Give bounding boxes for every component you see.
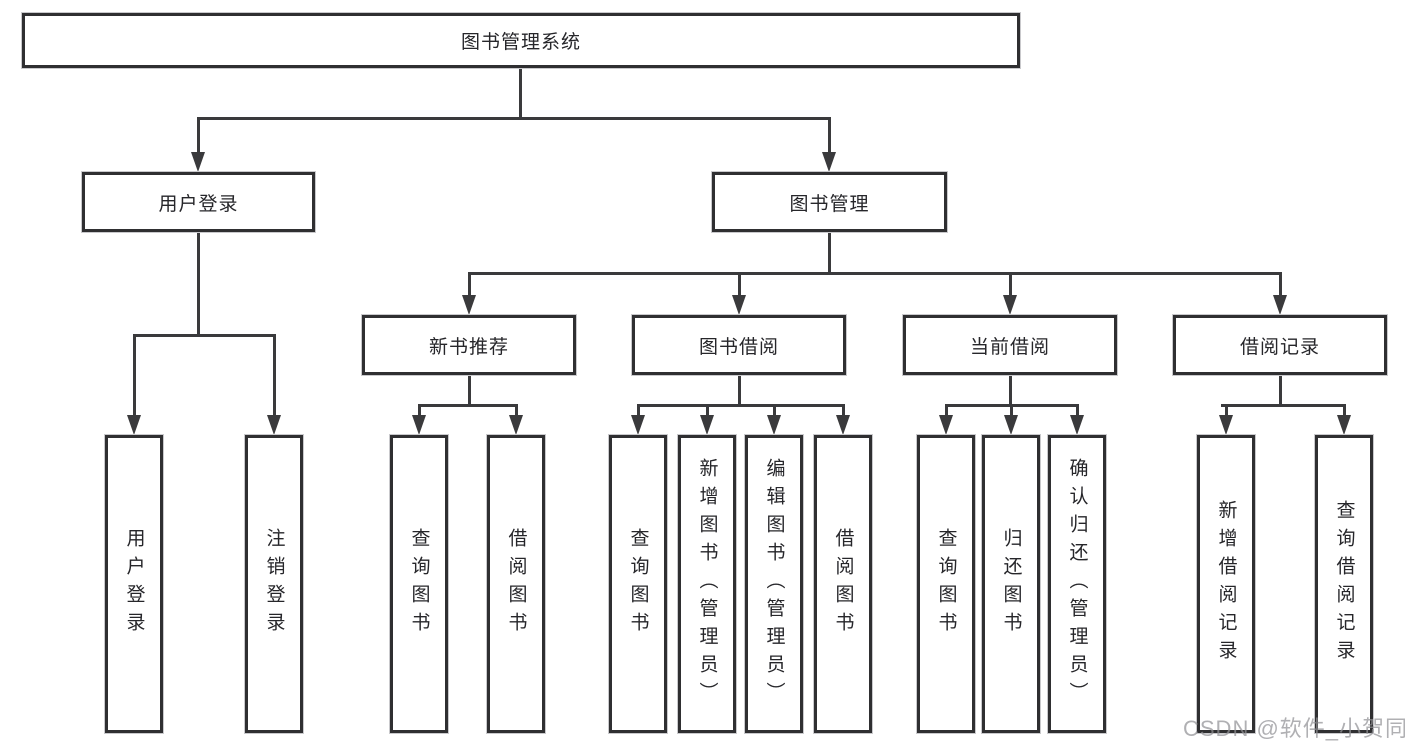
arrow-down-icon: [700, 415, 714, 435]
node-book-borrow: 图书借阅: [632, 315, 846, 375]
connector-line: [773, 404, 776, 417]
leaf-query-books-current: 查询图书: [917, 435, 975, 733]
watermark: CSDN @软件_小贺同学: [1183, 716, 1405, 741]
connector-line: [1221, 404, 1346, 407]
leaf-logout: 注销登录: [245, 435, 303, 733]
arrow-down-icon: [1003, 295, 1017, 315]
arrow-down-icon: [509, 415, 523, 435]
connector-line: [133, 334, 276, 337]
connector-line: [1010, 404, 1013, 417]
connector-line: [1009, 375, 1012, 407]
connector-line: [706, 404, 709, 417]
leaf-borrow-books: 借阅图书: [814, 435, 872, 733]
node-new-book-recommend: 新书推荐: [362, 315, 576, 375]
arrow-down-icon: [1337, 415, 1351, 435]
arrow-down-icon: [732, 295, 746, 315]
leaf-query-borrow-record: 查询借阅记录: [1315, 435, 1373, 733]
connector-line: [468, 375, 471, 407]
connector-line: [945, 404, 948, 417]
connector-line: [1076, 404, 1079, 417]
leaf-return-book: 归还图书: [982, 435, 1040, 733]
connector-line: [519, 68, 522, 118]
arrow-down-icon: [631, 415, 645, 435]
connector-line: [197, 117, 831, 120]
arrow-down-icon: [267, 415, 281, 435]
connector-line: [1343, 404, 1346, 417]
connector-line: [197, 232, 200, 336]
connector-line: [1279, 272, 1282, 297]
connector-line: [738, 375, 741, 407]
node-user-login: 用户登录: [82, 172, 315, 232]
node-current-borrow: 当前借阅: [903, 315, 1117, 375]
leaf-add-book-admin: 新增图书（管理员）: [678, 435, 736, 733]
leaf-edit-book-admin: 编辑图书（管理员）: [745, 435, 803, 733]
connector-line: [842, 404, 845, 417]
arrow-down-icon: [836, 415, 850, 435]
leaf-add-borrow-record: 新增借阅记录: [1197, 435, 1255, 733]
connector-line: [133, 334, 136, 417]
connector-line: [1009, 272, 1012, 297]
connector-line: [828, 117, 831, 155]
node-book-management: 图书管理: [712, 172, 947, 232]
connector-line: [468, 272, 1282, 275]
leaf-confirm-return-admin: 确认归还（管理员）: [1048, 435, 1106, 733]
arrow-down-icon: [191, 152, 205, 172]
connector-line: [418, 404, 421, 417]
connector-line: [738, 272, 741, 297]
arrow-down-icon: [1070, 415, 1084, 435]
node-borrow-records: 借阅记录: [1173, 315, 1387, 375]
arrow-down-icon: [1273, 295, 1287, 315]
leaf-borrow-books-recommend: 借阅图书: [487, 435, 545, 733]
arrow-down-icon: [412, 415, 426, 435]
arrow-down-icon: [1004, 415, 1018, 435]
connector-line: [418, 404, 518, 407]
arrow-down-icon: [1219, 415, 1233, 435]
connector-line: [515, 404, 518, 417]
connector-line: [197, 117, 200, 155]
connector-line: [468, 272, 471, 297]
arrow-down-icon: [767, 415, 781, 435]
connector-line: [273, 334, 276, 417]
connector-line: [637, 404, 640, 417]
connector-line: [637, 404, 845, 407]
connector-line: [828, 232, 831, 275]
arrow-down-icon: [462, 295, 476, 315]
leaf-query-books-recommend: 查询图书: [390, 435, 448, 733]
arrow-down-icon: [822, 152, 836, 172]
arrow-down-icon: [127, 415, 141, 435]
node-library-management-system: 图书管理系统: [22, 13, 1020, 68]
leaf-query-books-borrow: 查询图书: [609, 435, 667, 733]
leaf-user-login: 用户登录: [105, 435, 163, 733]
connector-line: [1279, 375, 1282, 407]
arrow-down-icon: [939, 415, 953, 435]
connector-line: [1225, 404, 1228, 417]
